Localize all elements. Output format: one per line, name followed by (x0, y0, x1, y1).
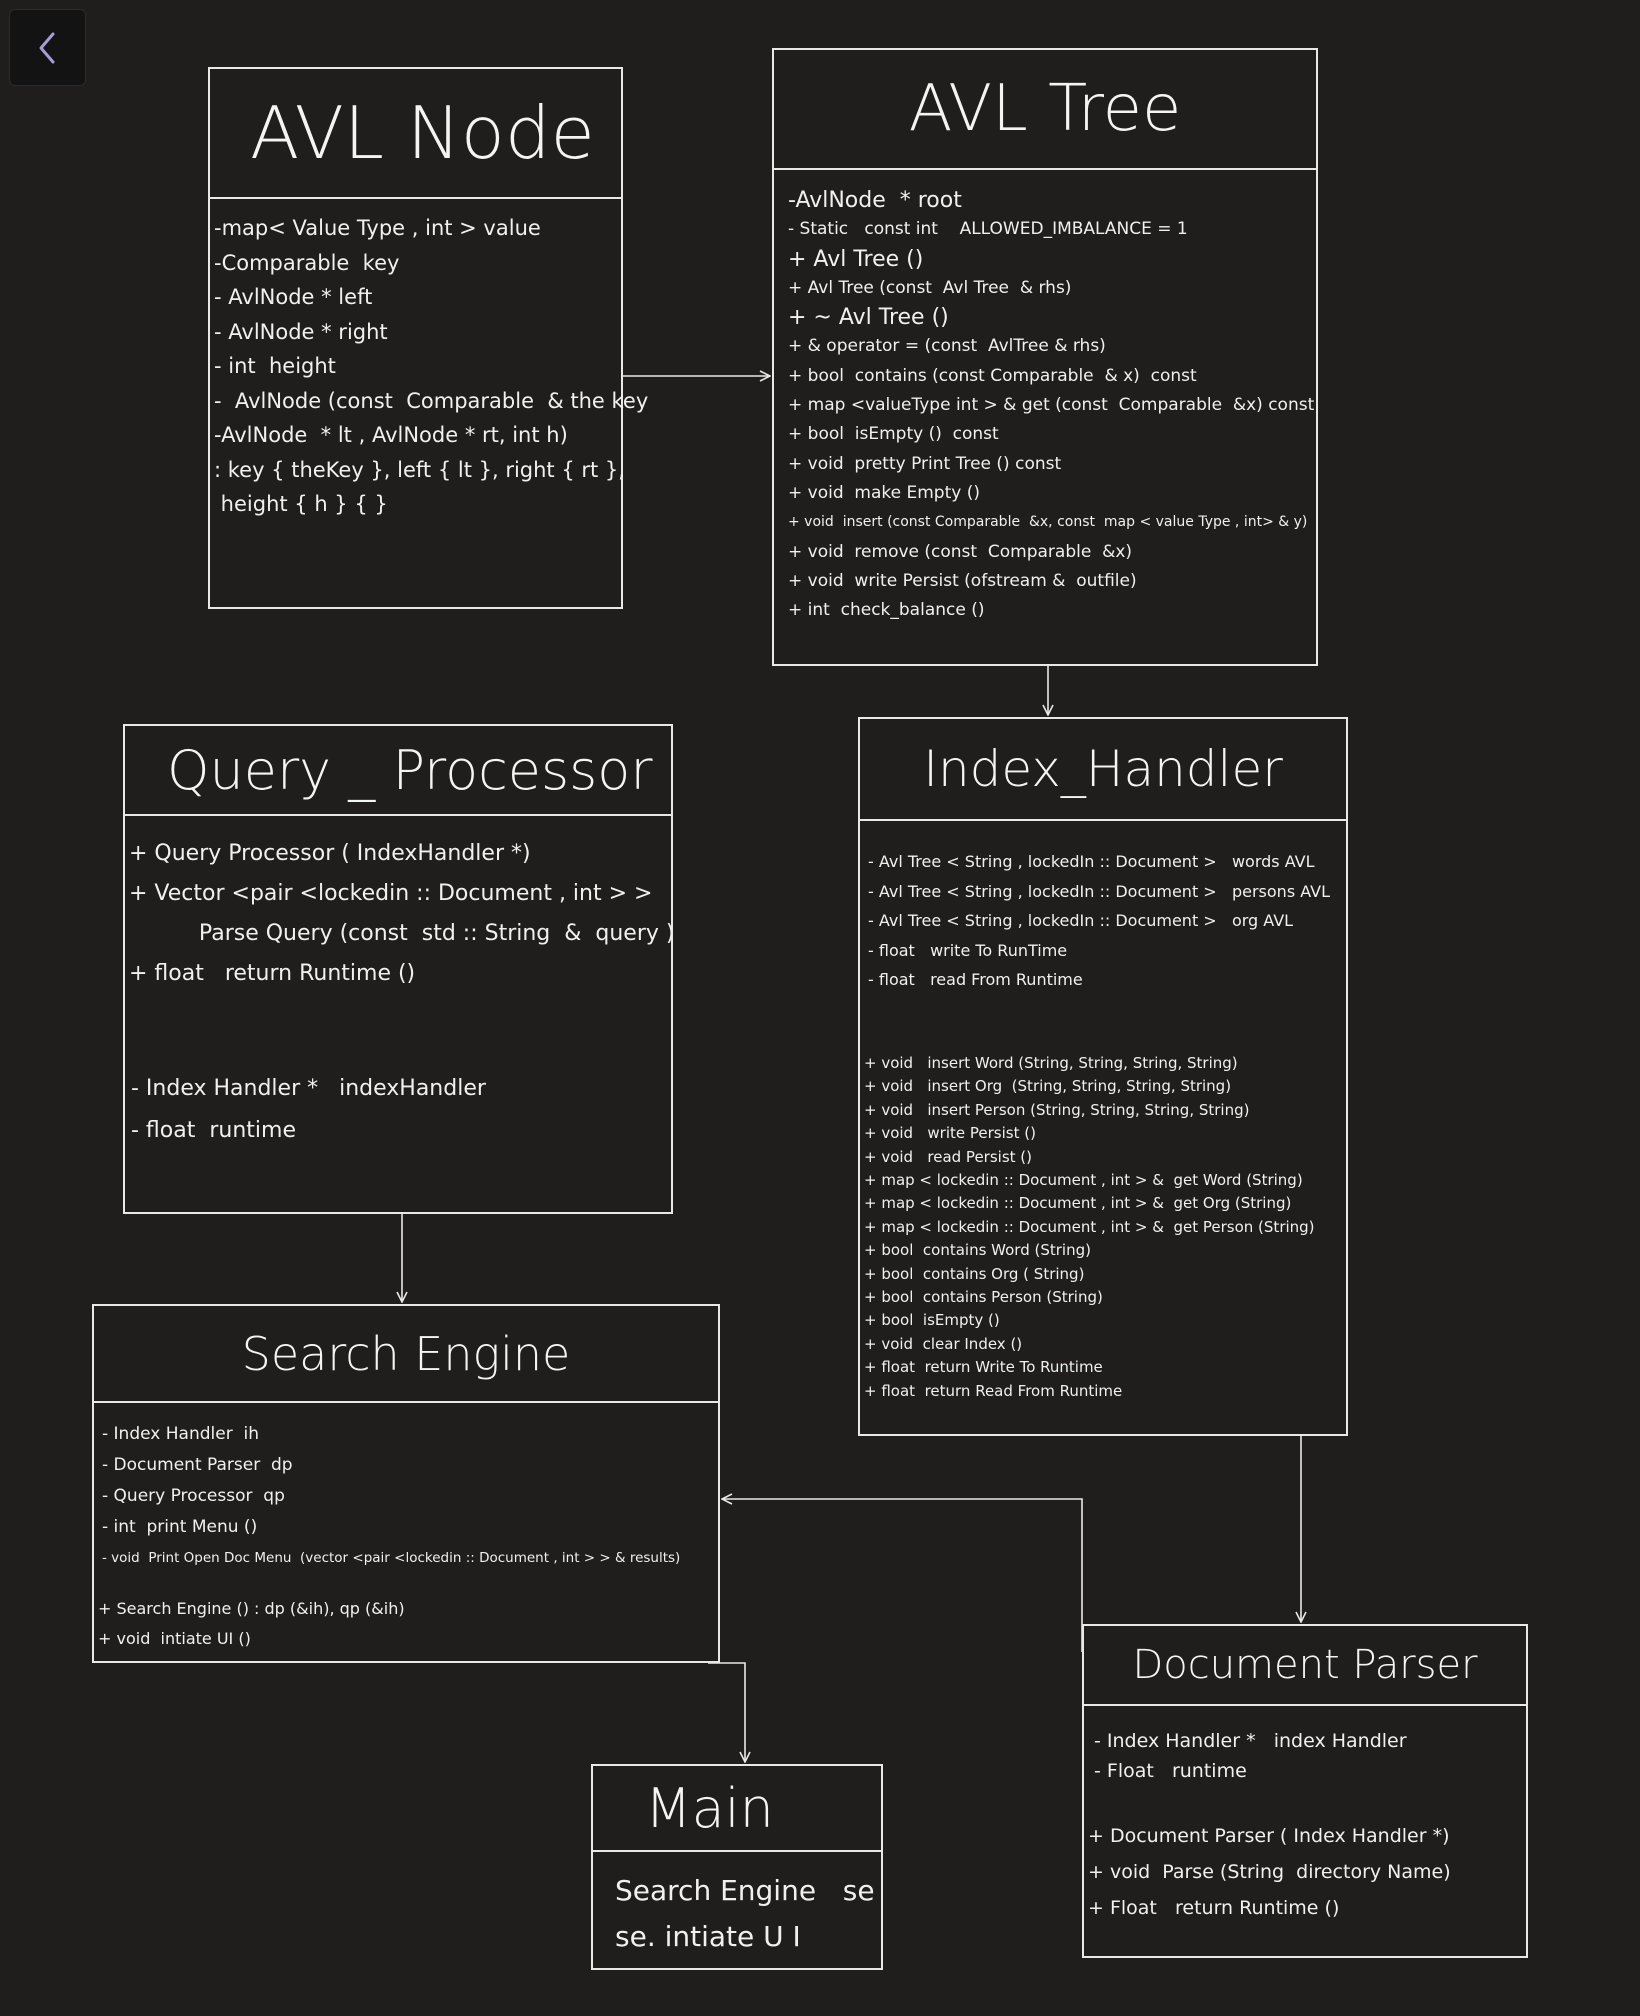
class-title: AVL Node (210, 69, 621, 199)
member: + void read Persist () (864, 1147, 1032, 1166)
member: + Avl Tree (const Avl Tree & rhs) (788, 277, 1072, 298)
class-title: Document Parser (1084, 1626, 1526, 1706)
member: + bool isEmpty () const (788, 424, 999, 445)
member: + void remove (const Comparable &x) (788, 541, 1133, 562)
member-list: Search Engine se se. intiate U I (593, 1852, 881, 1960)
member: - Index Handler * indexHandler (131, 1076, 486, 1101)
connector-documentparser-to-searchengine (722, 1499, 1083, 1652)
member: Parse Query (const std :: String & query… (129, 921, 675, 946)
member: - float write To RunTime (868, 940, 1068, 960)
public-member-list: + Query Processor ( IndexHandler *) + Ve… (125, 816, 675, 994)
connector-searchengine-to-main (708, 1662, 745, 1762)
private-member-list: - Index Handler ih - Document Parser dp … (94, 1403, 718, 1574)
member-list: -map< Value Type , int > value -Comparab… (210, 199, 649, 522)
member: + Search Engine () : dp (&ih), qp (&ih) (98, 1599, 405, 1618)
member: + void insert Word (String, String, Stri… (864, 1053, 1238, 1072)
member: - Avl Tree < String , lockedIn :: Docume… (868, 881, 1331, 901)
class-title: Search Engine (94, 1306, 718, 1403)
member: - Avl Tree < String , lockedIn :: Docume… (868, 852, 1315, 871)
member: + void intiate UI () (98, 1629, 251, 1648)
class-main: Main Search Engine se se. intiate U I (591, 1764, 883, 1970)
member: se. intiate U I (615, 1920, 801, 1953)
member: - Index Handler ih (102, 1424, 259, 1444)
member-list: -AvlNode * root - Static const int ALLOW… (774, 170, 1316, 625)
private-member-list: - Index Handler * indexHandler - float r… (125, 994, 671, 1152)
member: - AvlNode * left (214, 285, 373, 309)
member: + bool contains Person (String) (864, 1288, 1103, 1307)
member: Search Engine se (615, 1874, 875, 1907)
member: + float return Write To Runtime (864, 1358, 1103, 1377)
class-title: AVL Tree (774, 50, 1316, 170)
member: - Document Parser dp (102, 1455, 293, 1475)
class-title: Query _ Processor (125, 726, 671, 816)
member: - Query Processor qp (102, 1486, 285, 1506)
member: -Comparable key (214, 250, 400, 275)
class-document-parser: Document Parser - Index Handler * index … (1082, 1624, 1528, 1958)
member: + void make Empty () (788, 482, 980, 503)
member: - void Print Open Doc Menu (vector <pair… (102, 1550, 681, 1566)
member: + bool isEmpty () (864, 1311, 1000, 1330)
member: + void insert Org (String, String, Strin… (864, 1077, 1232, 1096)
member: + ~ Avl Tree () (788, 305, 949, 331)
member: + bool contains Word (String) (864, 1241, 1091, 1260)
member: - Avl Tree < String , lockedIn :: Docume… (868, 911, 1294, 931)
member: - float read From Runtime (868, 970, 1083, 990)
member: : key { theKey }, left { lt }, right { r… (214, 457, 625, 482)
public-member-list: + void insert Word (String, String, Stri… (860, 995, 1346, 1403)
public-member-list: + Document Parser ( Index Handler *) + v… (1084, 1786, 1526, 1926)
member: + bool contains Org ( String) (864, 1264, 1085, 1283)
member: + void write Persist () (864, 1124, 1036, 1143)
member: + map < lockedin :: Document , int > & g… (864, 1194, 1292, 1213)
member: + float return Read From Runtime (864, 1381, 1123, 1400)
class-avl-node: AVL Node -map< Value Type , int > value … (208, 67, 649, 609)
member: -map< Value Type , int > value (214, 216, 541, 240)
member: + void insert (const Comparable &x, cons… (788, 514, 1308, 531)
private-member-list: - Index Handler * index Handler - Float … (1084, 1706, 1526, 1786)
member: + Float return Runtime () (1088, 1897, 1340, 1919)
member: + & operator = (const AvlTree & rhs) (788, 336, 1106, 357)
member: + int check_balance () (788, 600, 985, 621)
member: - AvlNode (const Comparable & the key (214, 388, 649, 413)
member: - int height (214, 354, 336, 378)
public-member-list: + Search Engine () : dp (&ih), qp (&ih) … (94, 1574, 718, 1654)
class-query-processor: Query _ Processor + Query Processor ( In… (123, 724, 675, 1214)
class-avl-tree: AVL Tree -AvlNode * root - Static const … (772, 48, 1318, 666)
member: -AvlNode * root (788, 188, 962, 213)
class-index-handler: Index_Handler - Avl Tree < String , lock… (858, 717, 1348, 1436)
class-title: Index_Handler (860, 719, 1346, 821)
member: - Static const int ALLOWED_IMBALANCE = 1 (788, 219, 1188, 240)
member: + map < lockedin :: Document , int > & g… (864, 1171, 1303, 1189)
member: + Query Processor ( IndexHandler *) (129, 841, 531, 866)
member: - AvlNode * right (214, 319, 388, 344)
member: + Vector <pair <lockedin :: Document , i… (129, 881, 653, 906)
chevron-left-icon (39, 32, 54, 63)
member: + void insert Person (String, String, St… (864, 1100, 1250, 1119)
member: + map < lockedin :: Document , int > & g… (864, 1217, 1315, 1236)
member: + Document Parser ( Index Handler *) (1088, 1825, 1450, 1847)
member: + float return Runtime () (129, 961, 416, 986)
member: + bool contains (const Comparable & x) c… (788, 365, 1197, 386)
member: -AvlNode * lt , AvlNode * rt, int h) (214, 423, 568, 447)
member: - Index Handler * index Handler (1094, 1730, 1407, 1752)
member: + void Parse (String directory Name) (1088, 1861, 1451, 1883)
class-search-engine: Search Engine - Index Handler ih - Docum… (92, 1304, 720, 1663)
member: + void clear Index () (864, 1334, 1023, 1353)
member: - int print Menu () (102, 1517, 258, 1537)
back-button[interactable] (9, 9, 86, 86)
private-member-list: - Avl Tree < String , lockedIn :: Docume… (860, 821, 1346, 995)
member: - Float runtime (1094, 1760, 1247, 1782)
member: + Avl Tree () (788, 246, 924, 272)
class-title: Main (593, 1766, 881, 1852)
member: + void write Persist (ofstream & outfile… (788, 570, 1137, 591)
member: - float runtime (131, 1118, 296, 1143)
member: height { h } { } (214, 492, 388, 516)
member: + map <valueType int > & get (const Comp… (788, 395, 1315, 416)
member: + void pretty Print Tree () const (788, 453, 1062, 474)
